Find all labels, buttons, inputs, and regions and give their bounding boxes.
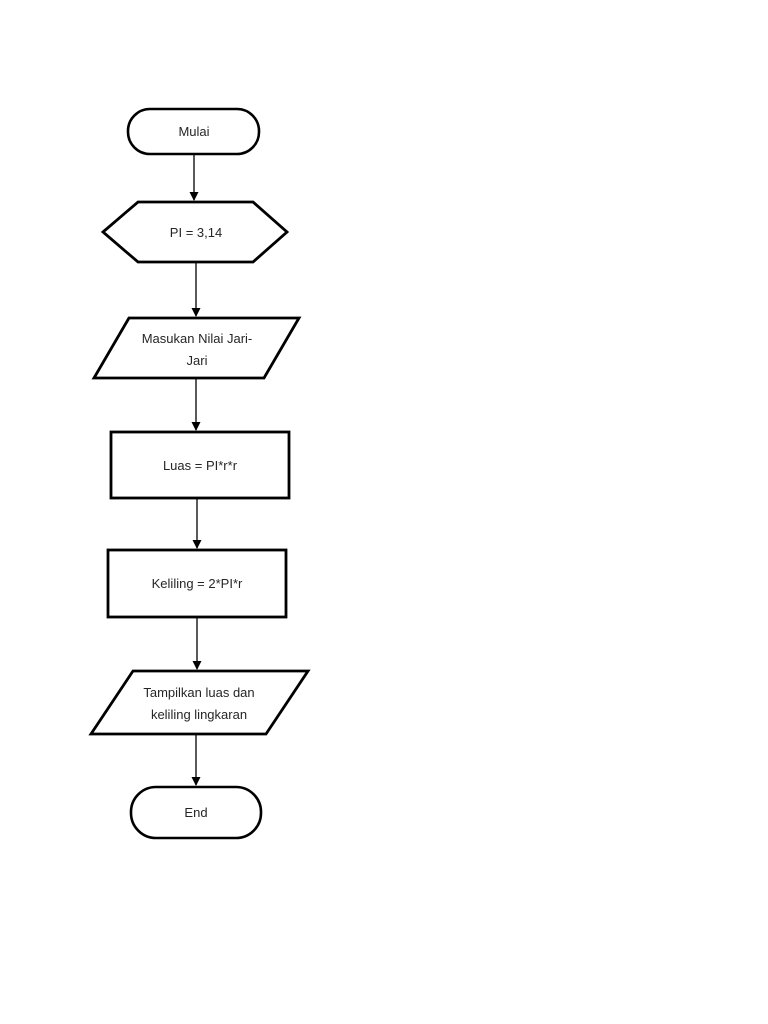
- node-luas-label: Luas = PI*r*r: [163, 458, 238, 473]
- input-parallelogram-shape: [91, 316, 302, 380]
- process-rectangle-shape: [109, 430, 291, 500]
- node-start-label: Mulai: [178, 124, 209, 139]
- terminator-shape: [129, 785, 263, 840]
- node-keliling-label: Keliling = 2*PI*r: [152, 576, 243, 591]
- node-luas: Luas = PI*r*r: [109, 430, 291, 500]
- process-rectangle-shape: [106, 548, 288, 619]
- node-init-label: PI = 3,14: [170, 225, 222, 240]
- terminator-shape: [126, 107, 261, 156]
- connectors: [189, 154, 202, 786]
- node-end-label: End: [184, 805, 207, 820]
- output-parallelogram-shape: [88, 669, 311, 736]
- node-input-label-line2: Jari: [187, 353, 208, 368]
- node-output-label-line2: keliling lingkaran: [151, 707, 247, 722]
- node-output: Tampilkan luas dan keliling lingkaran: [88, 669, 311, 736]
- node-input-label-line1: Masukan Nilai Jari-: [142, 331, 253, 346]
- node-output-label-line1: Tampilkan luas dan: [143, 685, 254, 700]
- preparation-hexagon-shape: [100, 200, 290, 264]
- node-keliling: Keliling = 2*PI*r: [106, 548, 288, 619]
- node-init: PI = 3,14: [100, 200, 290, 264]
- node-input: Masukan Nilai Jari- Jari: [91, 316, 302, 380]
- node-start: Mulai: [126, 107, 261, 156]
- node-end: End: [129, 785, 263, 840]
